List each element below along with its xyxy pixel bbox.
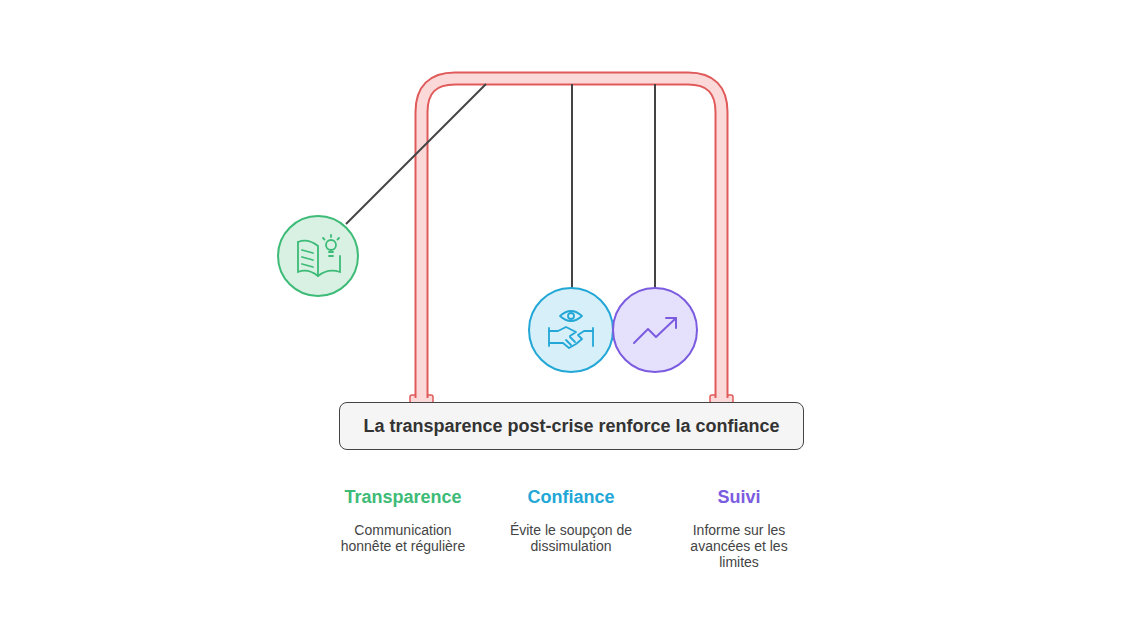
column-heading: Suivi bbox=[659, 487, 819, 508]
column-description: Communication honnête et régulière bbox=[333, 522, 473, 554]
banner-box: La transparence post-crise renforce la c… bbox=[339, 402, 804, 450]
column-description: Informe sur les avancées et les limites bbox=[684, 522, 794, 570]
pendulum-strings bbox=[346, 84, 655, 288]
banner-text: La transparence post-crise renforce la c… bbox=[363, 416, 779, 437]
cradle-frame bbox=[410, 79, 733, 404]
column-heading: Transparence bbox=[323, 487, 483, 508]
trend-ball bbox=[613, 288, 697, 372]
column-description: Évite le soupçon de dissimulation bbox=[501, 522, 641, 554]
handshake-ball bbox=[529, 288, 613, 372]
column-heading: Confiance bbox=[491, 487, 651, 508]
book-ball bbox=[278, 216, 358, 296]
